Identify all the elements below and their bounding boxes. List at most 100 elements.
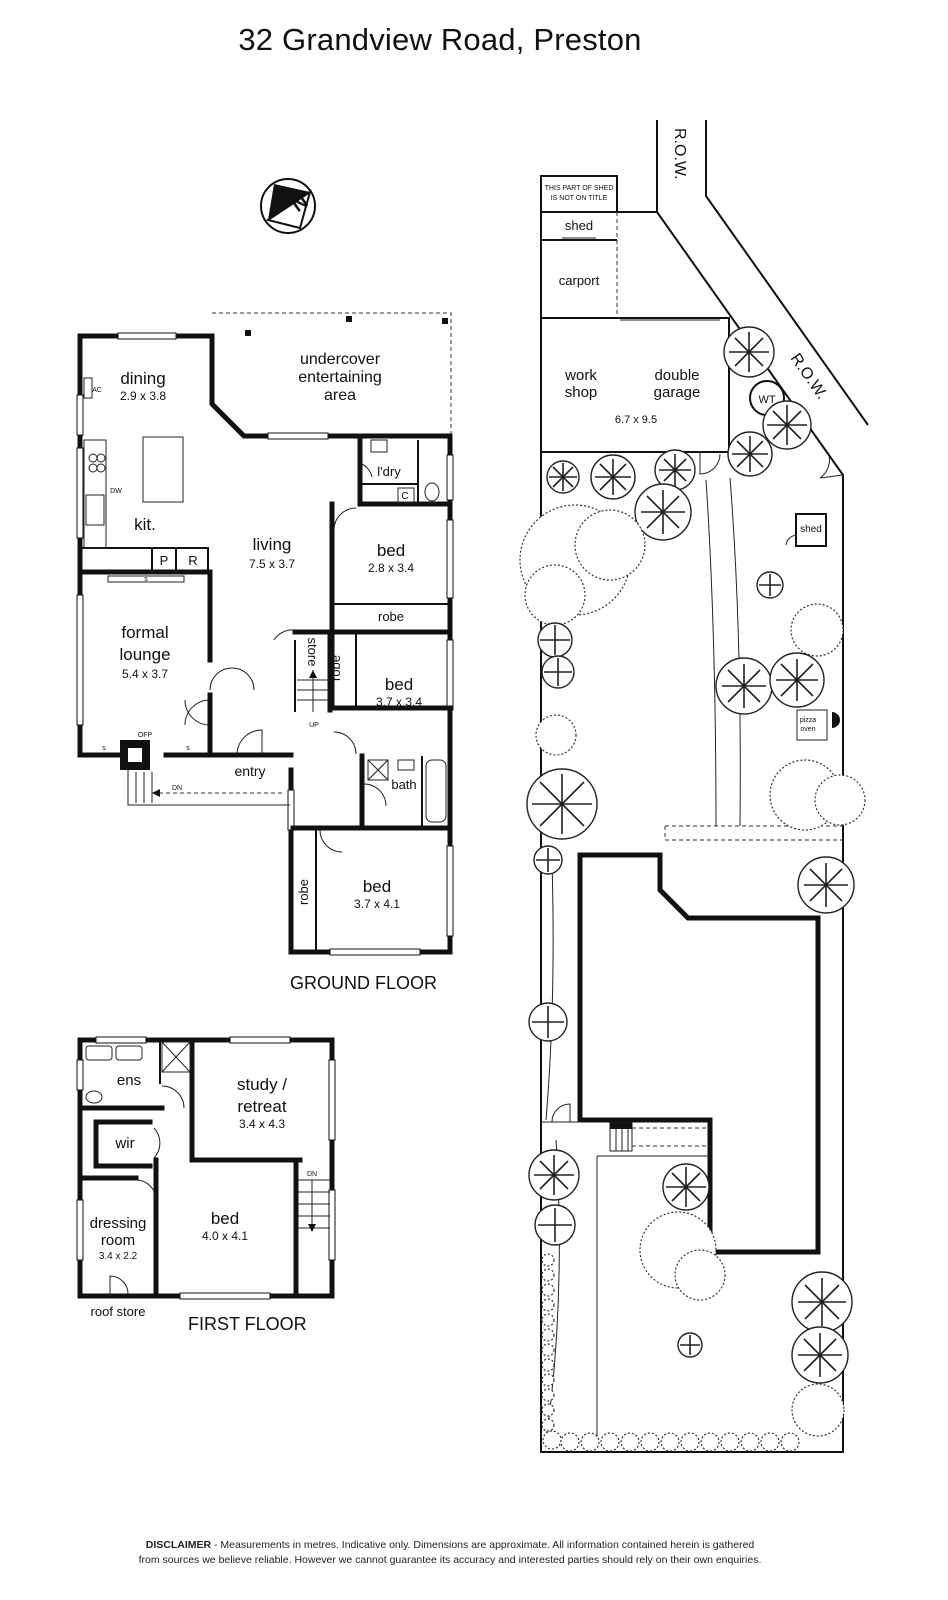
wir-label: wir (114, 1135, 134, 1152)
dressing-room-dimensions: 3.4 x 2.2 (99, 1251, 138, 1262)
pizza-oven-label-1: pizza (800, 717, 816, 724)
first-floor-label: FIRST FLOOR (188, 1314, 307, 1334)
shed-note-1: THIS PART OF SHED (545, 185, 614, 192)
tree-icon (526, 768, 598, 840)
undercover-label-1: undercover (300, 351, 381, 368)
tree-icon (797, 856, 855, 914)
split-system-label: s (144, 576, 148, 583)
kitchen-label: kit. (134, 515, 156, 534)
bush-icon (535, 714, 577, 756)
shed-note-2: IS NOT ON TITLE (551, 195, 608, 202)
disclaimer-heading: DISCLAIMER (145, 1539, 212, 1551)
ground-floor-labels: dining 2.9 x 3.8 undercover entertaining… (92, 351, 422, 911)
garage-label-1: double (654, 367, 699, 384)
ground-floor-label: GROUND FLOOR (290, 973, 438, 993)
tree-icon (590, 454, 636, 500)
roof-store-label: roof store (91, 1304, 146, 1319)
tree-icon (541, 655, 575, 689)
tree-icon (546, 460, 580, 494)
ground-floor-plan (76, 312, 454, 956)
first-bed-dimensions: 4.0 x 4.1 (202, 1229, 248, 1243)
bush-icon (790, 603, 844, 657)
ac-label: AC (92, 387, 102, 394)
site-trees (519, 326, 866, 1452)
row-label-top: R.O.W. (671, 128, 688, 180)
dining-dimensions: 2.9 x 3.8 (120, 389, 166, 403)
tree-icon (769, 652, 825, 708)
formal-lounge-dimensions: 5.4 x 3.7 (122, 667, 168, 681)
living-label: living (253, 535, 292, 554)
dressing-room-label-1: dressing (90, 1215, 147, 1232)
tree-icon (723, 326, 775, 378)
split-system-label-3: s (186, 745, 190, 752)
dining-label: dining (120, 369, 165, 388)
refrigerator-label: R (188, 553, 197, 568)
stair-up-label: UP (309, 722, 319, 729)
tree-icon (727, 431, 773, 477)
bush-icon (639, 1211, 726, 1301)
store-label: store (305, 638, 320, 667)
bath-label: bath (391, 777, 416, 792)
dishwasher-label: DW (110, 488, 122, 495)
first-stair-down-label: DN (307, 1171, 317, 1178)
page-title: 32 Grandview Road, Preston (238, 22, 642, 57)
bush-icon (519, 504, 646, 626)
tree-icon (762, 400, 812, 450)
row-label-side: R.O.W. (787, 351, 831, 403)
study-label-2: retreat (237, 1097, 286, 1116)
tree-icon (533, 845, 563, 875)
laundry-label: l'dry (377, 464, 401, 479)
ensuite-label: ens (117, 1072, 141, 1089)
study-dimensions: 3.4 x 4.3 (239, 1117, 285, 1131)
disclaimer-line-2: from sources we believe reliable. Howeve… (138, 1554, 762, 1566)
formal-lounge-label-1: formal (121, 623, 168, 642)
garage-label-2: garage (654, 384, 701, 401)
undercover-label-2: entertaining (298, 369, 382, 386)
split-system-label-2: s (102, 745, 106, 752)
bush-icon (791, 1383, 845, 1437)
bed2-dimensions: 3.7 x 3.4 (376, 695, 422, 709)
bed1-dimensions: 2.8 x 3.4 (368, 561, 414, 575)
garage-dimensions: 6.7 x 9.5 (615, 414, 657, 426)
robe2-label: robe (328, 655, 343, 681)
tree-icon (534, 1204, 576, 1246)
dressing-room-label-2: room (101, 1232, 135, 1249)
hedge-icon (541, 1253, 800, 1452)
robe3-label: robe (296, 879, 311, 905)
robe1-label: robe (378, 609, 404, 624)
formal-lounge-label-2: lounge (119, 645, 170, 664)
tree-icon (715, 657, 773, 715)
ofp-label: OFP (138, 732, 153, 739)
bed3-dimensions: 3.7 x 4.1 (354, 897, 400, 911)
tree-icon (791, 1271, 853, 1333)
first-bed-label: bed (211, 1209, 239, 1228)
entry-label: entry (234, 763, 265, 779)
tree-icon (634, 483, 692, 541)
stair-down-label: DN (172, 785, 182, 792)
bed2-label: bed (385, 675, 413, 694)
first-floor-labels: ens wir study / retreat 3.4 x 4.3 dressi… (90, 1072, 317, 1319)
disclaimer: DISCLAIMER - Measurements in metres. Ind… (60, 1538, 840, 1568)
shed2-label: shed (800, 524, 822, 535)
compass-icon: N (260, 178, 316, 234)
workshop-label-1: work (564, 367, 597, 384)
tree-icon (677, 1332, 703, 1358)
workshop-label-2: shop (565, 384, 598, 401)
water-tank-label: WT (758, 394, 775, 406)
bush-icon (769, 759, 866, 831)
pizza-oven-label-2: oven (800, 726, 815, 733)
shed-label: shed (565, 218, 593, 233)
living-dimensions: 7.5 x 3.7 (249, 557, 295, 571)
carport-label: carport (559, 273, 600, 288)
study-label-1: study / (237, 1075, 287, 1094)
bed3-label: bed (363, 877, 391, 896)
tree-icon (528, 1002, 568, 1042)
disclaimer-line-1: - Measurements in metres. Indicative onl… (211, 1539, 755, 1551)
tree-icon (528, 1149, 580, 1201)
tree-icon (756, 571, 784, 599)
tree-icon (791, 1326, 849, 1384)
cupboard-label: C (401, 491, 408, 502)
first-floor-plan (76, 1036, 336, 1300)
tree-icon (537, 622, 573, 658)
